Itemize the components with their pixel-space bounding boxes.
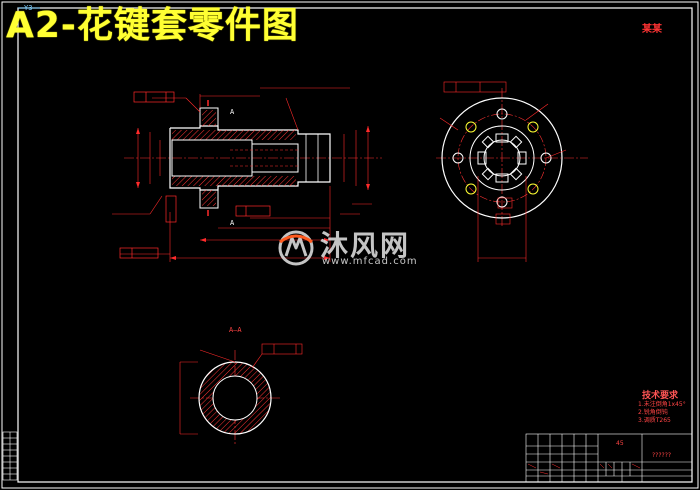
signature-mark: 某某 <box>642 24 662 35</box>
spline-minor-circle <box>483 139 521 177</box>
section-inner-circle <box>212 375 258 421</box>
section-label: A—A <box>229 326 242 334</box>
binding-margin-table <box>2 431 18 481</box>
technical-requirements: 技术要求 1.未注倒角1x45° 2.锐角倒钝 3.调质T265 <box>638 388 686 425</box>
hatch-flange-top <box>202 110 216 126</box>
drawing-title: A2-花键套零件图 <box>6 5 299 46</box>
tech-req-line-1: 1.未注倒角1x45° <box>638 401 686 408</box>
flange-outer-circle <box>441 97 563 219</box>
title-block-material: 45 <box>616 440 624 447</box>
section-dims <box>179 343 303 435</box>
hub-circle <box>469 125 535 191</box>
gdt-frames-main <box>119 91 271 259</box>
hatch-bottom-wall <box>172 176 296 186</box>
main-section-view <box>112 87 382 262</box>
end-view-dims <box>439 81 567 262</box>
corner-tag: Y3 <box>24 4 33 12</box>
end-view <box>436 81 588 262</box>
hatch-top-wall <box>172 130 296 140</box>
watermark-url: www.mfcad.com <box>322 256 418 267</box>
dimension-lines <box>112 87 372 262</box>
title-block <box>525 433 693 483</box>
title-block-drawing-name: ?????? <box>652 452 672 459</box>
dimension-arrows <box>136 126 370 260</box>
mf-logo-icon <box>278 230 314 266</box>
cut-label-top: A <box>230 108 235 116</box>
tech-req-title: 技术要求 <box>642 391 679 401</box>
tech-req-line-2: 2.锐角倒钝 <box>638 409 668 416</box>
drawing-frame <box>17 7 693 483</box>
section-a-a <box>179 343 303 446</box>
watermark: 沐风网 www.mfcad.com <box>276 226 436 272</box>
spline-teeth <box>477 133 527 183</box>
title-block-marks <box>527 463 641 475</box>
tech-req-line-3: 3.调质T265 <box>638 417 671 424</box>
hatch-flange-bottom <box>202 190 216 206</box>
watermark-brand: 沐风网 <box>320 229 411 262</box>
cut-label-bottom: A <box>230 219 235 227</box>
bolt-holes <box>452 108 552 208</box>
